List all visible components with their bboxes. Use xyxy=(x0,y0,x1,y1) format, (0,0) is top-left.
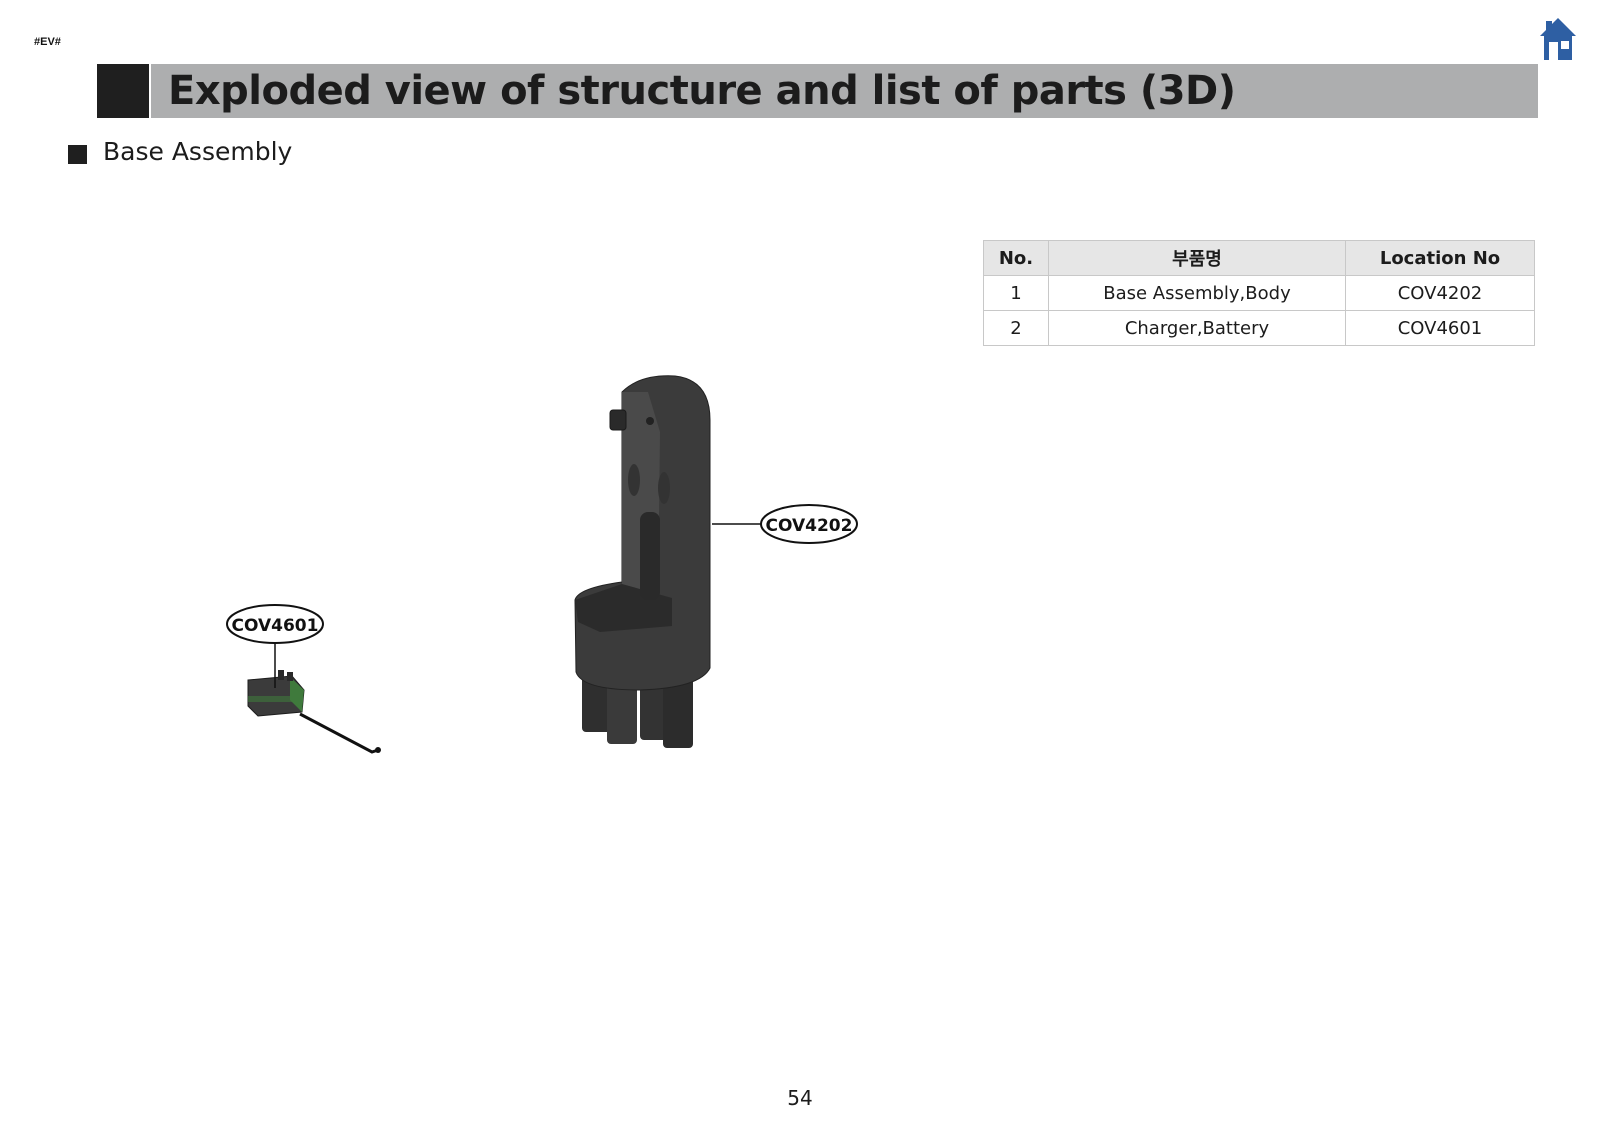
cell-location-no: COV4601 xyxy=(1345,310,1535,346)
callout-body-label: COV4202 xyxy=(766,516,853,536)
section-title: Base Assembly xyxy=(103,137,293,166)
parts-table: No. 부품명 Location No 1 Base Assembly,Body… xyxy=(983,240,1535,346)
page-number: 54 xyxy=(787,1086,813,1110)
column-header-location-no: Location No xyxy=(1345,240,1535,276)
doc-tag: #EV# xyxy=(34,36,61,48)
table-row: 2 Charger,Battery COV4601 xyxy=(983,310,1535,346)
title-bar xyxy=(151,64,1538,118)
callout-charger-label: COV4601 xyxy=(232,616,319,636)
cell-no: 2 xyxy=(983,310,1049,346)
table-header-row: No. 부품명 Location No xyxy=(983,240,1535,276)
home-icon[interactable] xyxy=(1538,16,1578,62)
page-title: Exploded view of structure and list of p… xyxy=(168,68,1236,114)
column-header-part-name: 부품명 xyxy=(1048,240,1346,276)
callout-charger xyxy=(226,604,324,644)
base-assembly-body-illustration xyxy=(574,375,711,748)
title-accent-block xyxy=(97,64,149,118)
cell-location-no: COV4202 xyxy=(1345,275,1535,311)
section-bullet xyxy=(68,145,87,164)
charger-battery-illustration xyxy=(247,670,381,754)
cell-part-name: Charger,Battery xyxy=(1048,310,1346,346)
callout-body xyxy=(760,504,858,544)
